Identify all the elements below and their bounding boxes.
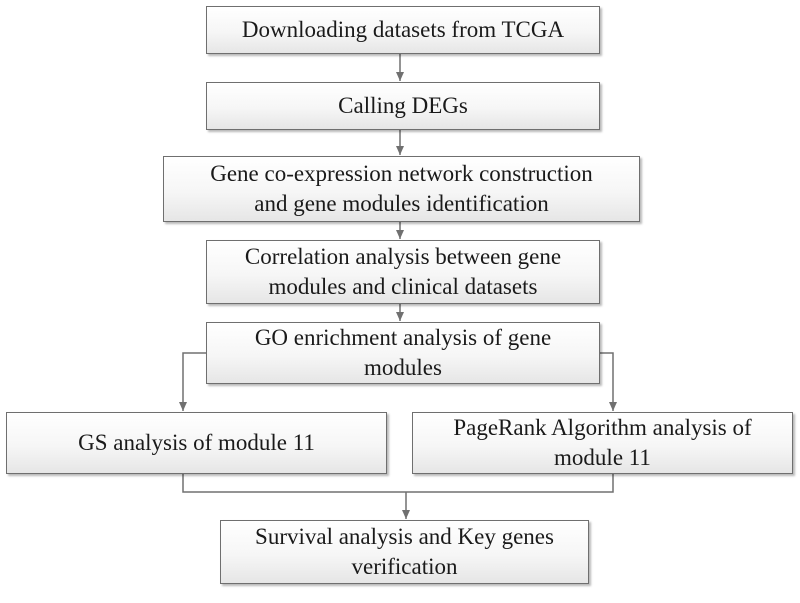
connector-gs-merge	[182, 474, 406, 493]
step-network-label: Gene co-expression network construction …	[210, 161, 593, 216]
step-gs-label: GS analysis of module 11	[78, 430, 315, 455]
step-download-label: Downloading datasets from TCGA	[241, 17, 565, 42]
step-correlation-label: Correlation analysis between gene module…	[244, 244, 562, 299]
step-go-enrichment: GO enrichment analysis of gene modules	[206, 322, 600, 384]
step-gs-analysis: GS analysis of module 11	[6, 412, 387, 474]
step-pagerank-label: PageRank Algorithm analysis of module 11	[453, 415, 752, 470]
step-network-construction: Gene co-expression network construction …	[163, 156, 640, 222]
arrow-go-to-pagerank	[600, 352, 617, 411]
step-survival-analysis: Survival analysis and Key genes verifica…	[220, 520, 589, 584]
step-correlation-analysis: Correlation analysis between gene module…	[206, 240, 600, 304]
step-calling-degs: Calling DEGs	[206, 82, 600, 130]
arrow-go-to-gs	[179, 352, 206, 411]
step-degs-label: Calling DEGs	[338, 93, 468, 118]
step-go-label: GO enrichment analysis of gene modules	[254, 325, 552, 380]
connector-pagerank-merge	[406, 474, 614, 493]
step-survival-label: Survival analysis and Key genes verifica…	[255, 524, 554, 579]
step-download-datasets: Downloading datasets from TCGA	[206, 6, 600, 54]
step-pagerank-analysis: PageRank Algorithm analysis of module 11	[412, 412, 793, 474]
